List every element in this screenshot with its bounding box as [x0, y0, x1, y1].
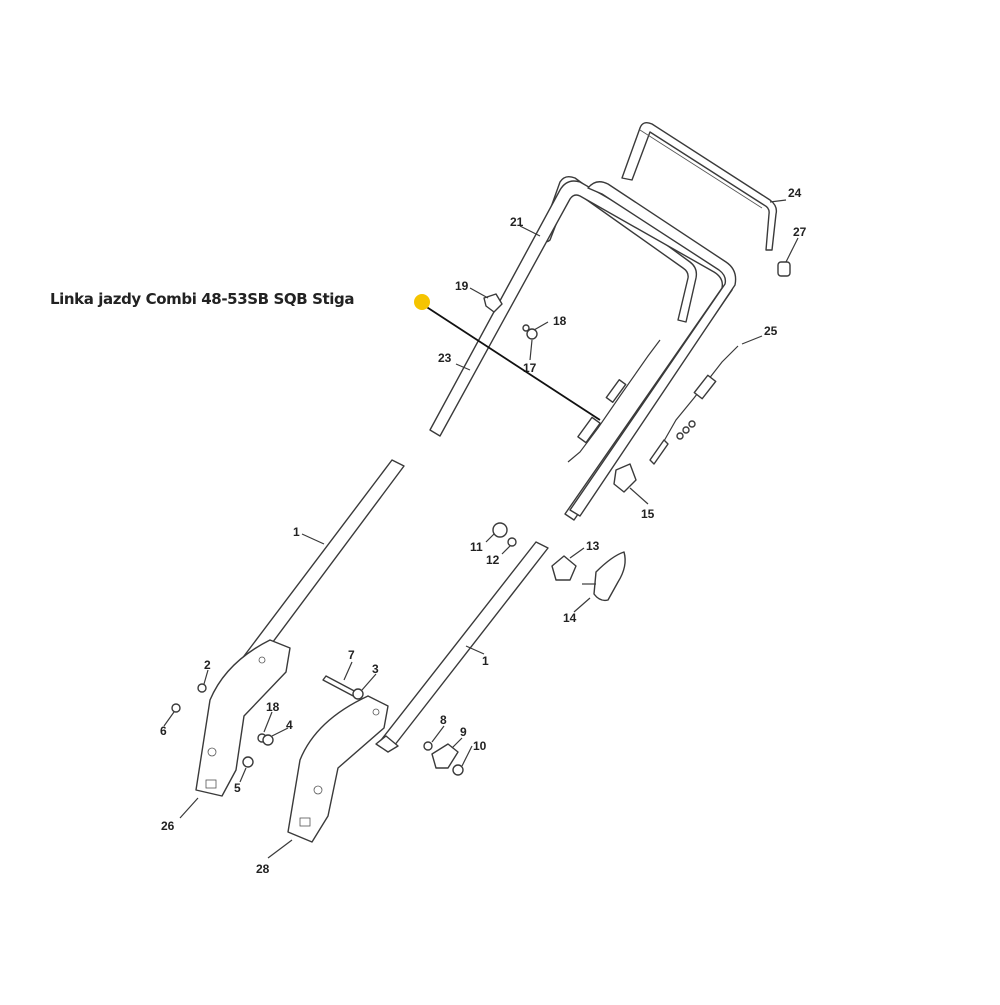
part-number: 3	[372, 662, 379, 676]
part-number: 13	[586, 539, 600, 553]
upper-frame-main	[429, 180, 737, 521]
knob-26	[777, 261, 791, 277]
part-number: 7	[348, 648, 355, 662]
nut-5	[242, 756, 254, 768]
part-number: 18	[266, 700, 280, 714]
part-number: 18	[553, 314, 567, 328]
lever-14	[593, 551, 626, 602]
part-number: 9	[460, 725, 467, 739]
nut-17	[526, 328, 538, 340]
lower-tube-left-1	[235, 459, 405, 673]
part-number: 8	[440, 713, 447, 727]
part-number: 6	[160, 724, 167, 738]
drive-cable	[567, 339, 661, 463]
knob-9	[431, 743, 459, 769]
callout-label: Linka jazdy Combi 48-53SB SQB Stiga	[50, 290, 355, 308]
bracket-13	[551, 555, 577, 581]
part-number: 23	[438, 351, 452, 365]
part-number: 2	[204, 658, 211, 672]
bolt-2	[197, 683, 207, 693]
part-number: 5	[234, 781, 241, 795]
clip-19	[483, 293, 503, 313]
bolt-6	[171, 703, 181, 713]
part-number: 4	[286, 718, 293, 732]
top-handle-24	[621, 121, 778, 251]
washer-12	[507, 537, 517, 547]
part-number: 14	[563, 611, 577, 625]
part-number: 1	[482, 654, 489, 668]
part-number: 25	[764, 324, 778, 338]
part-number: 27	[793, 225, 807, 239]
part-number: 1	[293, 525, 300, 539]
callout-pointer-line	[421, 303, 601, 421]
knob-11	[492, 522, 508, 538]
bracket-28	[287, 695, 389, 843]
part-15	[613, 463, 637, 493]
part-number: 28	[256, 862, 270, 876]
part-number: 26	[161, 819, 175, 833]
nut-3	[352, 688, 364, 700]
part-numbers: 21 19 18 17 23 24 27 25 15 1 11 12 13 14…	[160, 186, 807, 876]
nut-4	[262, 734, 274, 746]
bracket-27	[195, 639, 291, 797]
washer-18a	[522, 324, 530, 332]
part-number: 21	[510, 215, 524, 229]
cable-25	[649, 345, 739, 465]
lower-tube-right-1	[375, 541, 549, 753]
part-number: 15	[641, 507, 655, 521]
nut-10	[452, 764, 464, 776]
part-number: 19	[455, 279, 469, 293]
leader-lines	[163, 199, 799, 859]
callout-marker-dot	[414, 294, 430, 310]
part-number: 11	[470, 540, 483, 554]
upper-frame-21	[539, 175, 698, 323]
part-number: 10	[473, 739, 487, 753]
washer-8	[423, 741, 433, 751]
part-number: 17	[523, 361, 537, 375]
part-number: 12	[486, 553, 500, 567]
part-number: 24	[788, 186, 802, 200]
